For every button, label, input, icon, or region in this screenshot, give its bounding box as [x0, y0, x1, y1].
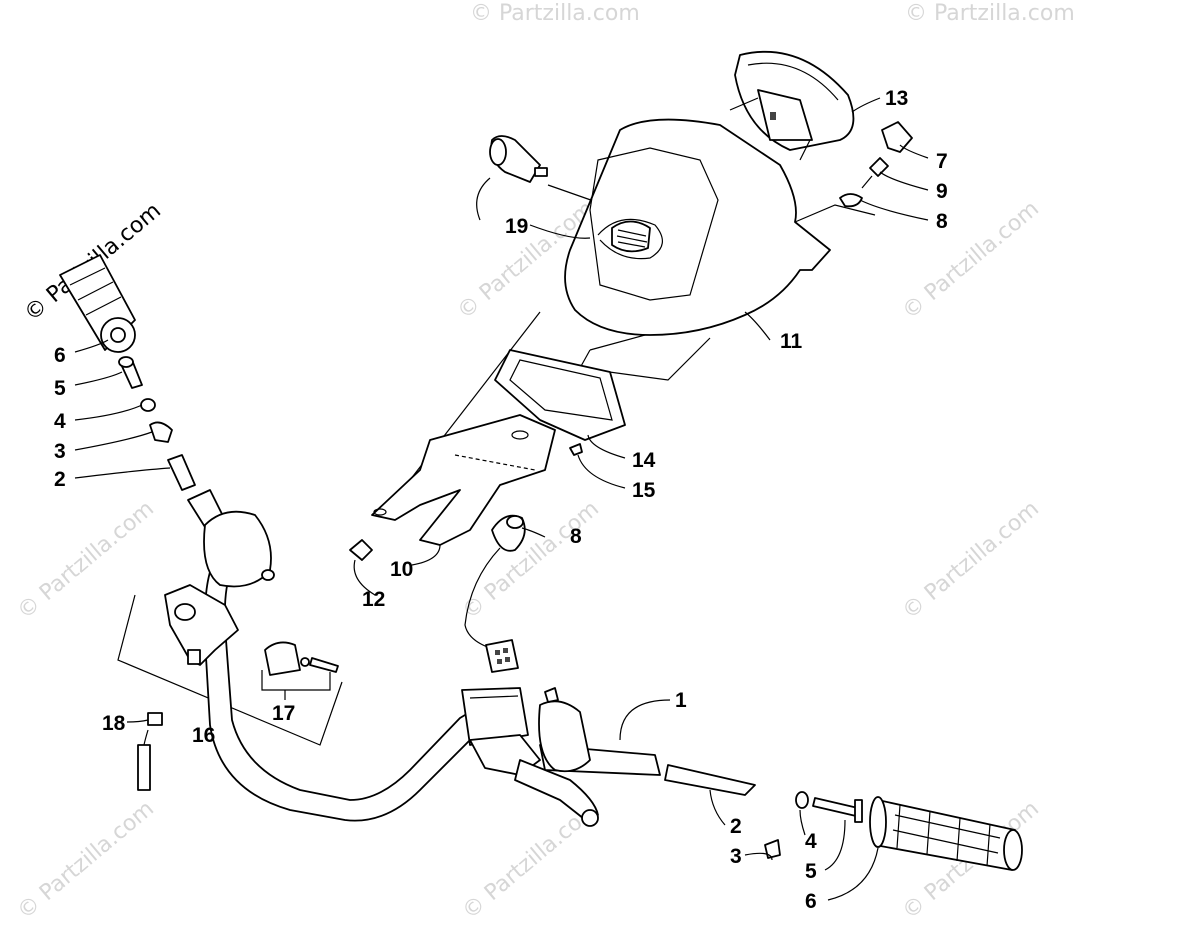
key-switch-parts [839, 121, 913, 208]
callout-14: 14 [632, 449, 656, 472]
callout-8-mid: 8 [570, 525, 582, 548]
right-spacer [764, 839, 781, 859]
callout-12: 12 [362, 588, 385, 611]
bezel-frame [494, 349, 626, 441]
callout-8-top: 8 [936, 210, 948, 233]
bracket-17 [261, 670, 331, 691]
callout-3-right: 3 [730, 845, 742, 868]
callout-11: 11 [780, 330, 803, 353]
key [869, 157, 889, 177]
bracket-line [794, 204, 876, 223]
mounting-bracket [371, 414, 556, 546]
watermark-text: © Partzilla.com [898, 196, 1044, 324]
watermark-text: © Partzilla.com [13, 796, 159, 924]
left-grip-assembly [59, 254, 196, 491]
watermark-text: © Partzilla.com [905, 1, 1075, 26]
handlebar-cover [564, 118, 831, 336]
left-sleeve [167, 454, 196, 491]
callout-2-right: 2 [730, 815, 742, 838]
callout-5-right: 5 [805, 860, 817, 883]
watermark-text: © Partzilla.com [470, 1, 640, 26]
left-spacer [149, 421, 173, 443]
callout-6-right: 6 [805, 890, 817, 913]
right-sleeve [664, 764, 756, 796]
callout-6-left: 6 [54, 344, 66, 367]
callout-17: 17 [272, 702, 295, 725]
watermark-text: © Partzilla.com [898, 496, 1044, 624]
watermark-text: © Partzilla.com [13, 496, 159, 624]
right-grip [874, 799, 1016, 871]
cable-end [137, 712, 163, 791]
speedometer [729, 50, 855, 161]
switch-with-harness [464, 514, 526, 673]
callout-3-left: 3 [54, 440, 66, 463]
callout-15: 15 [632, 479, 656, 502]
callout-1: 1 [675, 689, 687, 712]
callout-19: 19 [505, 215, 528, 238]
power-outlet [489, 135, 548, 183]
left-switch-housing [164, 489, 275, 666]
brake-master-cylinder [461, 687, 599, 827]
callout-4-left: 4 [54, 410, 66, 433]
handlebar-clamp [264, 641, 339, 676]
leader-lines [74, 97, 929, 901]
left-washer [140, 398, 156, 412]
callout-4-right: 4 [805, 830, 817, 853]
callout-13: 13 [885, 87, 908, 110]
callout-18: 18 [102, 712, 126, 735]
small-screw [569, 443, 583, 456]
callout-5-left: 5 [54, 377, 66, 400]
switch-cap [881, 121, 913, 153]
bracket-line [579, 337, 711, 381]
right-grip-assembly [664, 764, 1023, 871]
right-washer [795, 791, 809, 809]
callout-labels: 13 7 9 8 11 19 14 15 8 10 12 6 5 4 3 2 1… [54, 87, 948, 913]
callout-2-left: 2 [54, 468, 66, 491]
callout-10: 10 [390, 558, 413, 581]
right-bolt [812, 797, 859, 817]
callout-7: 7 [936, 150, 948, 173]
callout-16: 16 [192, 724, 215, 747]
push-clip [349, 539, 373, 561]
nut [839, 193, 863, 208]
callout-9: 9 [936, 180, 948, 203]
